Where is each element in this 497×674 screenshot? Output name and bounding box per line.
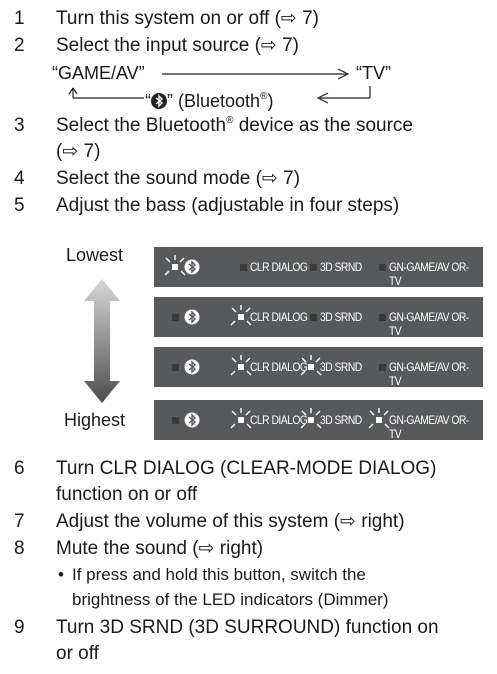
clr-dialog-label: CLR DIALOG [250,360,308,374]
item-text: Select the input source (⇨ 7) [56,35,299,56]
item-text: Adjust the volume of this system (⇨ righ… [56,511,405,532]
item-text: Turn CLR DIALOG (CLEAR-MODE DIALOG) [56,458,437,479]
item-number: 2 [14,35,25,56]
double-arrow-icon [84,279,120,403]
led-off-indicator [172,364,179,371]
item-number: 5 [14,195,25,216]
item-text: Select the sound mode (⇨ 7) [56,168,301,189]
led-off-indicator [310,264,317,271]
source-game-av: “GAME/AV” [52,63,145,83]
bass-level-panel: CLR DIALOG 3D SRND GN-GAME/AV OR-TV [154,247,483,288]
clr-dialog-label: CLR DIALOG [250,260,308,274]
led-off-indicator [310,314,317,321]
3d-srnd-label: 3D SRND [320,310,362,324]
item-text: Turn this system on or off (⇨ 7) [56,8,320,29]
item-text: Adjust the bass (adjustable in four step… [56,195,400,216]
clr-dialog-label: CLR DIALOG [250,310,308,324]
item-text-continued: (⇨ 7) [56,141,101,162]
highest-label: Highest [64,410,126,430]
note-text: If press and hold this button, switch th… [72,565,366,584]
bluetooth-icon [184,309,200,325]
3d-srnd-label: 3D SRND [320,360,362,374]
led-off-indicator [172,417,179,424]
gn-game-av-or-tv-label: GN-GAME/AV OR-TV [389,413,469,441]
led-off-indicator [379,364,386,371]
return-arrow-left-icon [68,87,144,99]
gn-game-av-or-tv-label: GN-GAME/AV OR-TV [389,360,469,388]
led-lit-icon [300,355,322,379]
source-tv: “TV” [356,63,391,83]
bluetooth-icon [184,359,200,375]
item-text: Mute the sound (⇨ right) [56,538,264,559]
item-text: Turn 3D SRND (3D SURROUND) function on [56,617,439,638]
bass-level-panel: CLR DIALOG 3D SRND GN-GAME/AV OR-TV [154,297,483,338]
led-lit-icon [230,305,252,329]
3d-srnd-label: 3D SRND [320,413,362,427]
led-lit-icon [230,408,252,432]
lowest-label: Lowest [66,245,124,265]
led-lit-icon [300,408,322,432]
item-text-continued: or off [56,643,99,664]
item-number: 4 [14,168,25,189]
return-arrow-line-icon [316,86,371,104]
gn-game-av-or-tv-label: GN-GAME/AV OR-TV [389,260,469,288]
led-off-indicator [379,314,386,321]
led-lit-icon [164,255,186,279]
led-lit-icon [230,355,252,379]
note-text-continued: brightness of the LED indicators (Dimmer… [72,590,389,609]
source-bluetooth: “” (Bluetooth®) [145,91,274,111]
item-number: 6 [14,458,25,479]
bluetooth-icon [151,93,167,109]
bass-level-panel: CLR DIALOG 3D SRND GN-GAME/AV OR-TV [154,347,483,388]
item-number: 3 [14,115,25,136]
bluetooth-icon [184,259,200,275]
item-number: 8 [14,538,25,559]
item-number: 9 [14,617,25,638]
led-lit-icon [368,408,390,432]
item-number: 7 [14,511,25,532]
3d-srnd-label: 3D SRND [320,260,362,274]
led-off-indicator [379,264,386,271]
bluetooth-icon [184,412,200,428]
led-off-indicator [240,264,247,271]
led-off-indicator [172,314,179,321]
item-text: Select the Bluetooth® device as the sour… [56,115,413,136]
item-text-continued: function on or off [56,484,198,505]
note-bullet: • [58,565,64,584]
gn-game-av-or-tv-label: GN-GAME/AV OR-TV [389,310,469,338]
bass-level-panel: CLR DIALOG 3D SRND GN-GAME/AV OR-TV [154,400,483,441]
clr-dialog-label: CLR DIALOG [250,413,308,427]
item-number: 1 [14,8,25,29]
arrow-right-icon [162,68,350,80]
